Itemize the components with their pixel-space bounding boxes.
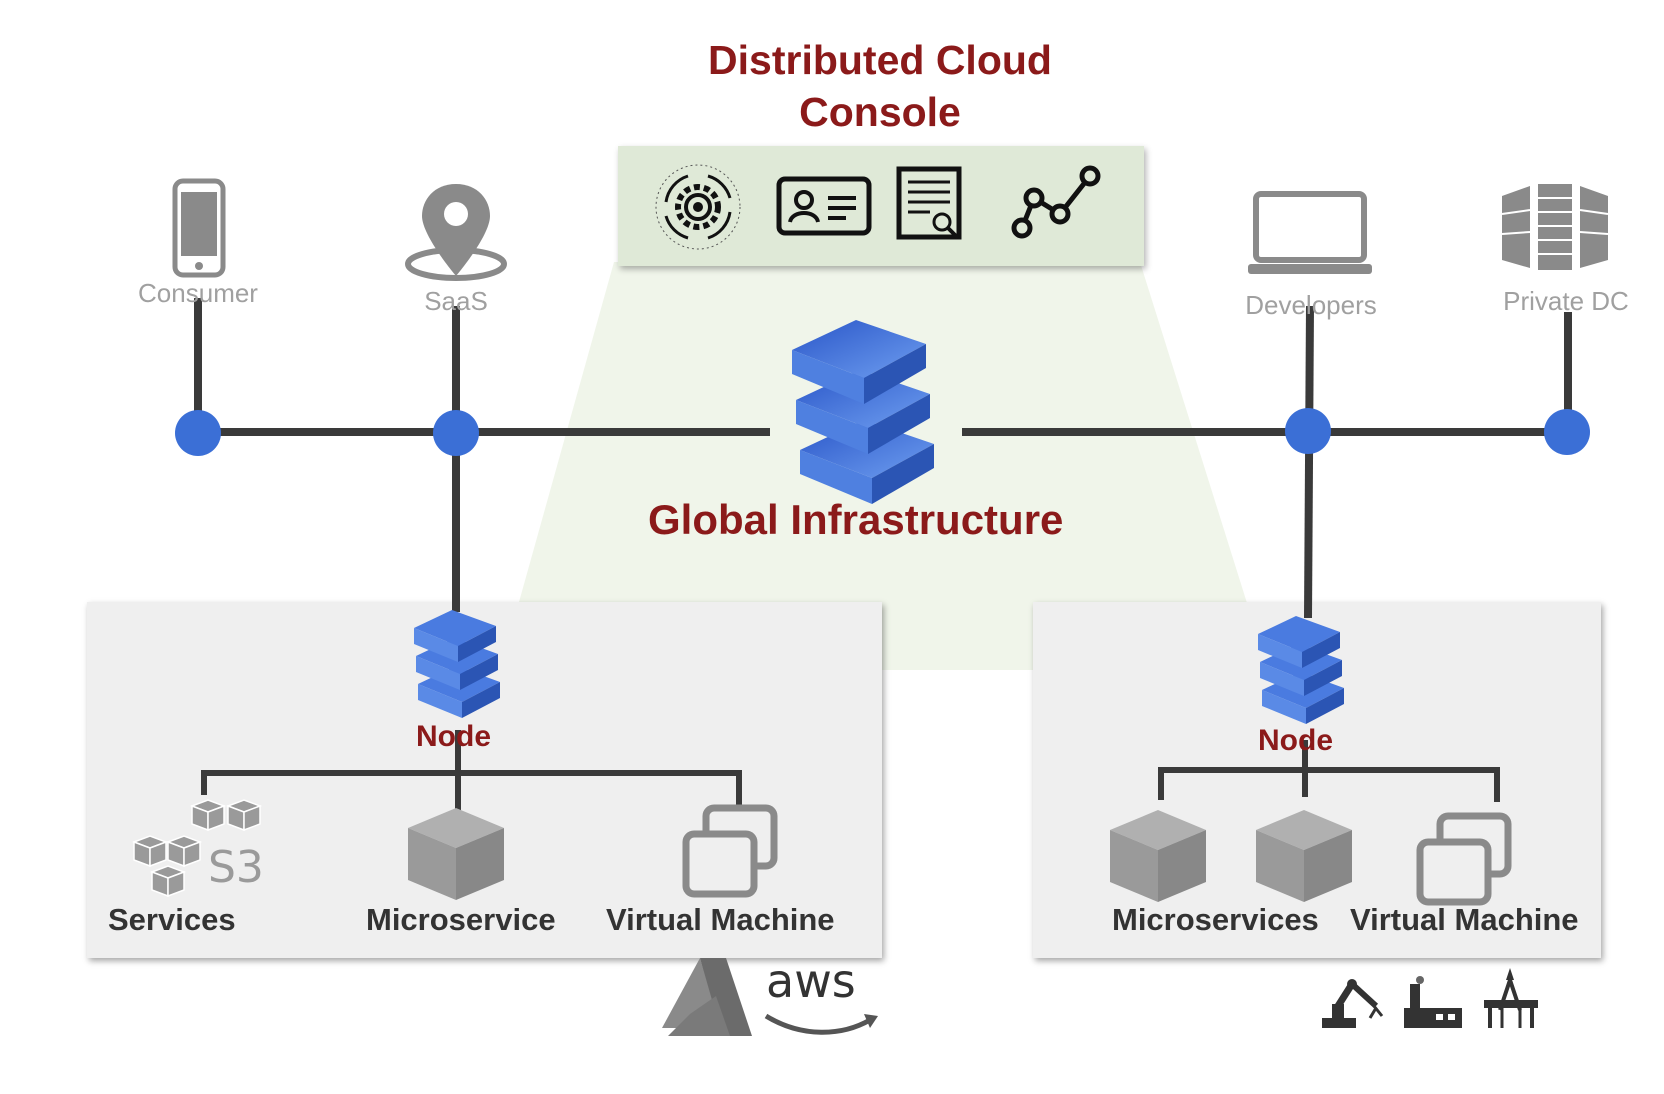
right-tree-lines xyxy=(1158,740,1500,802)
microservice-cube-icon-1 xyxy=(1110,810,1206,902)
id-card-icon xyxy=(776,176,872,236)
consumer-label: Consumer xyxy=(138,278,258,308)
left-tree-lines xyxy=(201,730,742,812)
oil-rig-icon xyxy=(1484,968,1538,1028)
document-search-icon xyxy=(896,166,962,240)
s3-cubes-icon xyxy=(132,799,263,898)
services-label: Services xyxy=(108,902,236,937)
left-node-stack-icon xyxy=(414,610,500,718)
right-virtual-machine-icon xyxy=(1416,812,1512,906)
right-node-label: Node xyxy=(1258,724,1333,757)
location-pin-icon xyxy=(405,184,507,281)
right-vm-label: Virtual Machine xyxy=(1350,902,1579,937)
aws-logo-text: aws xyxy=(766,954,856,1008)
left-node-label: Node xyxy=(416,720,491,753)
console-title: Distributed Cloud Console xyxy=(620,34,1140,138)
console-box xyxy=(618,146,1144,266)
azure-logo-icon xyxy=(662,958,752,1036)
microservice-cube-icon-2 xyxy=(1256,810,1352,902)
global-infra-stack-icon xyxy=(792,320,934,504)
microservice-cube-icon xyxy=(408,808,504,900)
phone-icon xyxy=(172,178,226,278)
server-rack-icon xyxy=(1501,184,1609,270)
factory-icon xyxy=(1404,976,1462,1028)
junction-dot-developers xyxy=(1285,408,1331,454)
virtual-machine-icon xyxy=(682,804,778,898)
saas-label: SaaS xyxy=(424,286,488,316)
right-node-stack-icon xyxy=(1258,616,1344,724)
junction-dot-private-dc xyxy=(1544,409,1590,455)
microservice-label: Microservice xyxy=(366,902,556,937)
s3-text: S3 xyxy=(208,842,264,893)
laptop-icon xyxy=(1248,191,1372,274)
developers-label: Developers xyxy=(1245,290,1377,320)
graph-line-icon xyxy=(1011,165,1101,239)
gear-cycle-icon xyxy=(655,164,741,250)
microservices-label: Microservices xyxy=(1112,902,1319,937)
junction-dot-consumer xyxy=(175,410,221,456)
left-vm-label: Virtual Machine xyxy=(606,902,835,937)
global-infrastructure-label: Global Infrastructure xyxy=(648,496,1064,543)
private-dc-label: Private DC xyxy=(1503,286,1629,316)
console-title-line2: Console xyxy=(799,89,961,135)
junction-dot-saas xyxy=(433,410,479,456)
console-title-line1: Distributed Cloud xyxy=(708,37,1052,83)
robot-arm-icon xyxy=(1322,979,1384,1028)
aws-smile-icon xyxy=(764,1013,878,1035)
